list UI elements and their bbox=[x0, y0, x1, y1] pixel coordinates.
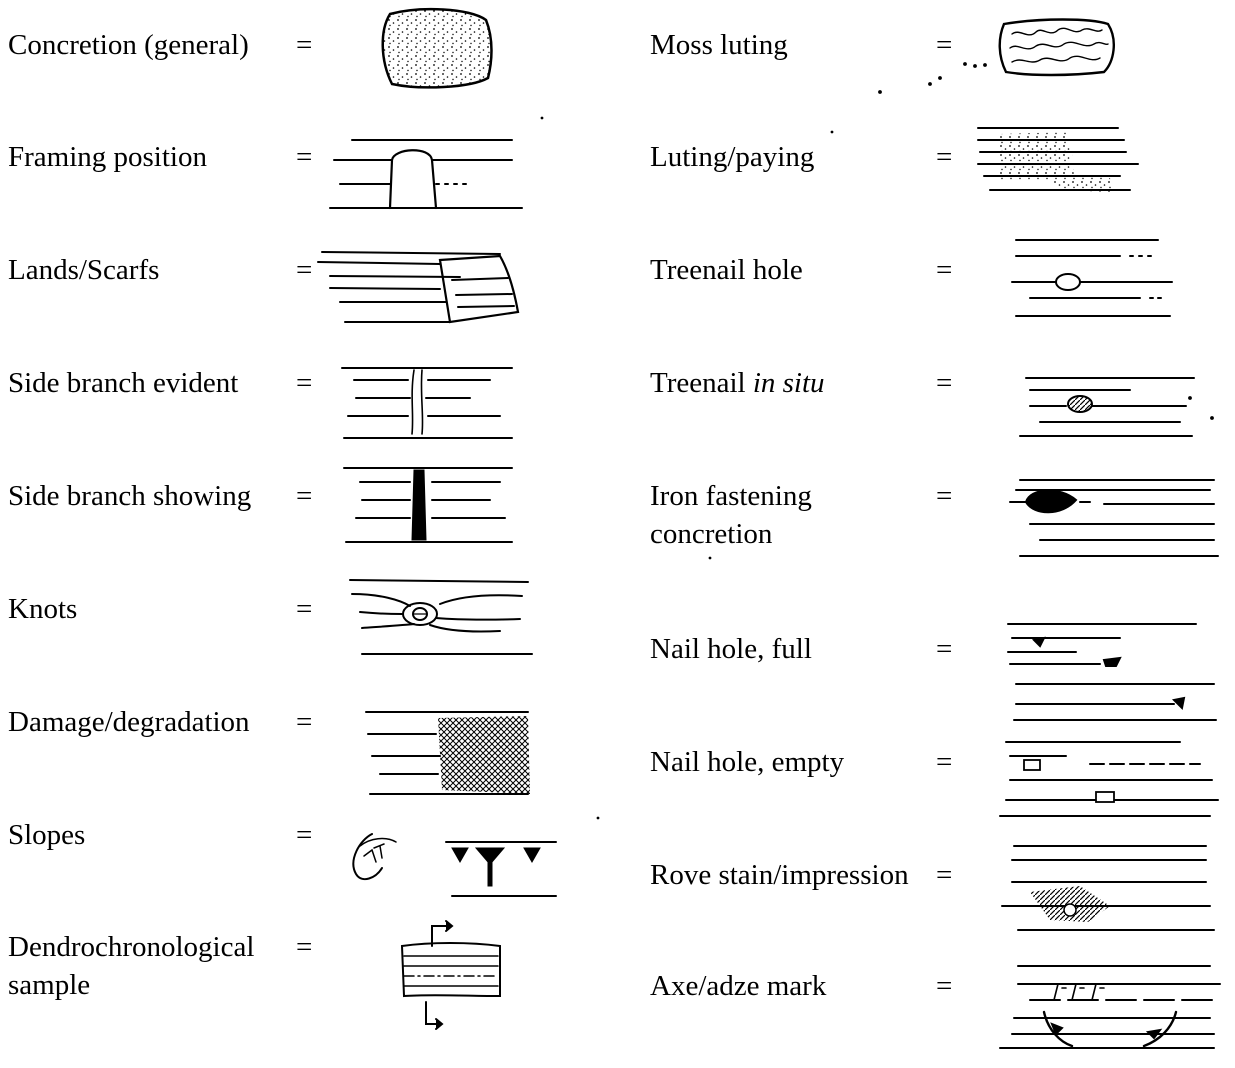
rove-stain-icon bbox=[1002, 846, 1214, 930]
equals-sign: = bbox=[296, 364, 312, 402]
knot-icon bbox=[350, 580, 532, 654]
equals-sign: = bbox=[936, 251, 952, 289]
label-nail-hole-full: Nail hole, full bbox=[650, 630, 812, 668]
treenail-in-situ-icon bbox=[1020, 378, 1213, 436]
equals-sign: = bbox=[296, 26, 312, 64]
label-concretion: Concretion (general) bbox=[8, 26, 249, 64]
equals-sign: = bbox=[296, 138, 312, 176]
lands-scarfs-icon bbox=[318, 252, 518, 322]
label-framing-position: Framing position bbox=[8, 138, 207, 176]
stray-speck bbox=[709, 557, 711, 559]
equals-sign: = bbox=[296, 590, 312, 628]
equals-sign: = bbox=[936, 138, 952, 176]
side-branch-showing-icon bbox=[344, 468, 512, 542]
stray-speck bbox=[597, 817, 599, 819]
moss-luting-icon bbox=[879, 20, 1114, 93]
label-side-branch-evident: Side branch evident bbox=[8, 364, 238, 402]
label-knots: Knots bbox=[8, 590, 77, 628]
side-branch-evident-icon bbox=[342, 368, 512, 438]
equals-sign: = bbox=[936, 477, 952, 515]
label-in-situ-italic: in situ bbox=[753, 367, 825, 399]
equals-sign: = bbox=[936, 630, 952, 668]
label-nail-hole-empty: Nail hole, empty bbox=[650, 743, 844, 781]
nail-hole-empty-icon bbox=[1000, 742, 1218, 816]
equals-sign: = bbox=[936, 967, 952, 1005]
concretion-icon bbox=[383, 9, 492, 87]
label-slopes: Slopes bbox=[8, 816, 85, 854]
label-lands-scarfs: Lands/Scarfs bbox=[8, 251, 159, 289]
stray-speck bbox=[541, 117, 543, 119]
label-treenail-text: Treenail bbox=[650, 367, 753, 399]
label-luting-paying: Luting/paying bbox=[650, 138, 814, 176]
equals-sign: = bbox=[296, 928, 312, 966]
label-sample: sample bbox=[8, 966, 90, 1004]
label-moss-luting: Moss luting bbox=[650, 26, 788, 64]
equals-sign: = bbox=[936, 26, 952, 64]
label-axe-adze-mark: Axe/adze mark bbox=[650, 967, 826, 1005]
treenail-hole-icon bbox=[1012, 240, 1172, 316]
equals-sign: = bbox=[296, 703, 312, 741]
label-iron-fastening: Iron fastening bbox=[650, 477, 812, 515]
label-concretion-line2: concretion bbox=[650, 515, 772, 553]
slopes-icon bbox=[353, 834, 556, 896]
equals-sign: = bbox=[936, 856, 952, 894]
damage-icon bbox=[366, 712, 530, 794]
stray-speck bbox=[831, 131, 833, 133]
iron-fastening-icon bbox=[1010, 480, 1218, 556]
equals-sign: = bbox=[296, 251, 312, 289]
label-side-branch-showing: Side branch showing bbox=[8, 477, 251, 515]
label-damage-degradation: Damage/degradation bbox=[8, 703, 250, 741]
label-dendrochronological: Dendrochronological bbox=[8, 928, 254, 966]
label-treenail-in-situ: Treenail in situ bbox=[650, 364, 825, 402]
dendro-sample-icon bbox=[402, 921, 500, 1029]
equals-sign: = bbox=[296, 477, 312, 515]
label-treenail-hole: Treenail hole bbox=[650, 251, 803, 289]
luting-paying-icon bbox=[978, 128, 1138, 192]
equals-sign: = bbox=[936, 743, 952, 781]
framing-position-icon bbox=[330, 140, 522, 208]
axe-adze-mark-icon bbox=[1000, 966, 1220, 1048]
nail-hole-full-icon bbox=[1008, 624, 1216, 720]
equals-sign: = bbox=[296, 816, 312, 854]
equals-sign: = bbox=[936, 364, 952, 402]
label-rove-stain: Rove stain/impression bbox=[650, 856, 909, 894]
